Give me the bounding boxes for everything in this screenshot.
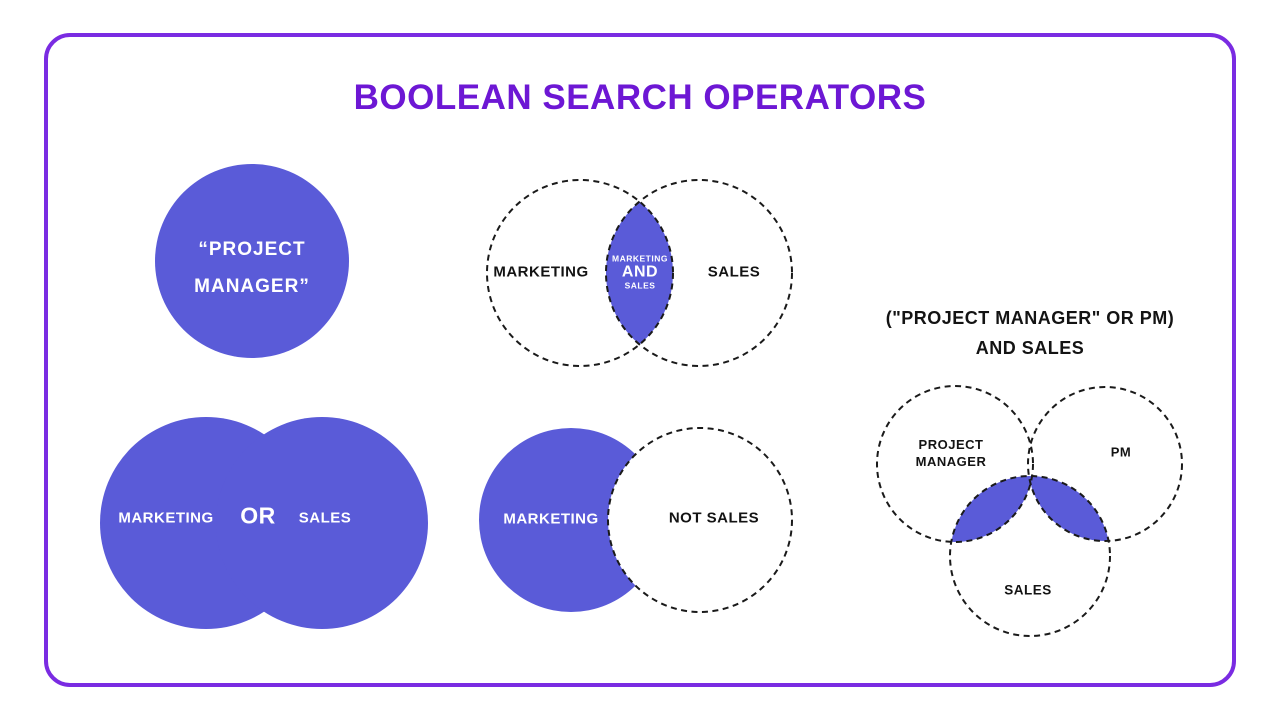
and-intersection-top: MARKETING bbox=[612, 253, 668, 264]
combined-heading-line1: ("PROJECT MANAGER" OR PM) bbox=[885, 308, 1175, 328]
combined-pm-label: PM bbox=[1110, 444, 1132, 460]
not-right-circle bbox=[607, 427, 793, 613]
combined-circle-sales bbox=[949, 475, 1111, 637]
combined-heading-line2: AND SALES bbox=[975, 338, 1085, 358]
combined-circle-pm bbox=[1027, 386, 1183, 542]
or-left-label: MARKETING bbox=[118, 509, 214, 527]
or-operator-label: OR bbox=[240, 502, 276, 529]
exact-phrase-line2: MANAGER” bbox=[194, 276, 310, 297]
or-right-circle bbox=[216, 417, 428, 629]
not-left-label: MARKETING bbox=[503, 510, 599, 528]
and-intersection-bottom: SALES bbox=[624, 280, 656, 291]
or-right-label: SALES bbox=[298, 509, 352, 527]
and-left-circle bbox=[486, 179, 674, 367]
combined-manager-line: MANAGER bbox=[915, 454, 987, 469]
exact-phrase-line1: “PROJECT bbox=[198, 239, 306, 260]
combined-heading: ("PROJECT MANAGER" OR PM) AND SALES bbox=[886, 303, 1175, 363]
border-frame bbox=[44, 33, 1236, 687]
and-right-circle bbox=[605, 179, 793, 367]
and-right-label: SALES bbox=[707, 263, 761, 281]
exact-phrase-label: “PROJECT MANAGER” bbox=[194, 231, 310, 305]
exact-phrase-circle bbox=[155, 164, 349, 358]
combined-sales-label: SALES bbox=[1004, 582, 1052, 598]
combined-project-manager-label: PROJECT MANAGER bbox=[916, 436, 987, 470]
not-right-label: NOT SALES bbox=[668, 509, 760, 527]
and-intersection-label: MARKETING AND SALES bbox=[612, 254, 668, 291]
combined-intersection-fill bbox=[950, 476, 1110, 542]
and-intersection-mid: AND bbox=[621, 263, 659, 281]
combined-project-line: PROJECT bbox=[918, 437, 984, 452]
combined-circle-project-manager bbox=[876, 385, 1034, 543]
page-title: BOOLEAN SEARCH OPERATORS bbox=[353, 78, 927, 117]
and-intersection-fill bbox=[606, 180, 673, 366]
not-left-circle bbox=[479, 428, 663, 612]
and-left-label: MARKETING bbox=[493, 263, 589, 281]
